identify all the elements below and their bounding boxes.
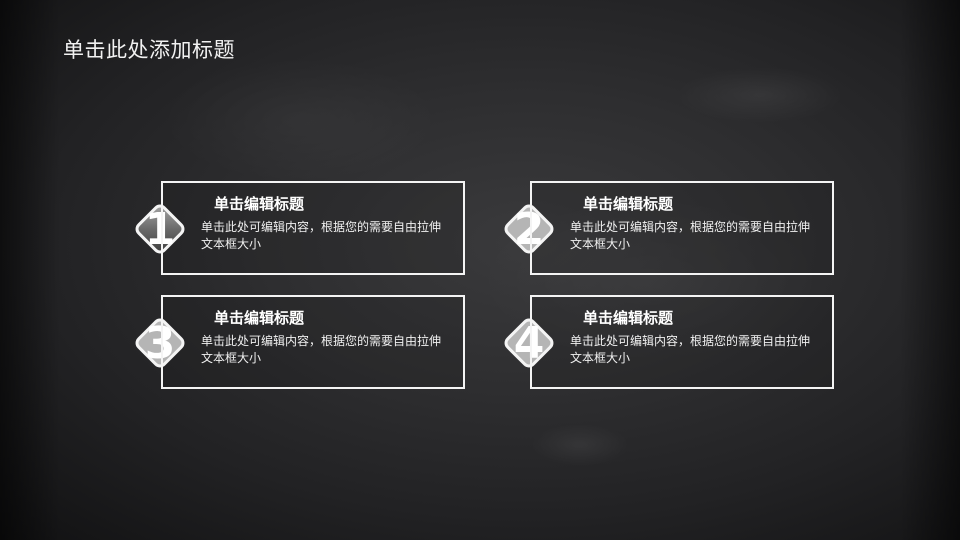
- page-title[interactable]: 单击此处添加标题: [63, 38, 235, 62]
- card-4[interactable]: 单击编辑标题 单击此处可编辑内容，根据您的需要自由拉伸文本框大小: [530, 295, 834, 389]
- card-4-heading[interactable]: 单击编辑标题: [583, 309, 674, 327]
- card-2[interactable]: 单击编辑标题 单击此处可编辑内容，根据您的需要自由拉伸文本框大小: [530, 181, 834, 275]
- card-2-left-border-overlay: [530, 197, 532, 261]
- card-3[interactable]: 单击编辑标题 单击此处可编辑内容，根据您的需要自由拉伸文本框大小: [161, 295, 465, 389]
- card-4-left-border-overlay: [530, 311, 532, 375]
- card-1-heading[interactable]: 单击编辑标题: [214, 195, 305, 213]
- card-3-heading[interactable]: 单击编辑标题: [214, 309, 305, 327]
- card-1-body[interactable]: 单击此处可编辑内容，根据您的需要自由拉伸文本框大小: [201, 220, 442, 251]
- badge-4: 4: [497, 311, 561, 375]
- diamond-icon: [504, 204, 554, 254]
- badge-4-number: 4: [513, 317, 545, 369]
- card-3-left-border-overlay: [161, 311, 163, 375]
- card-1[interactable]: 单击编辑标题 单击此处可编辑内容，根据您的需要自由拉伸文本框大小: [161, 181, 465, 275]
- diamond-icon: [504, 318, 554, 368]
- badge-3: 3: [128, 311, 192, 375]
- card-4-body[interactable]: 单击此处可编辑内容，根据您的需要自由拉伸文本框大小: [570, 334, 811, 365]
- diamond-icon: [135, 318, 185, 368]
- badge-2: 2: [497, 197, 561, 261]
- badge-3-number: 3: [144, 317, 176, 369]
- badge-2-number: 2: [513, 203, 545, 255]
- badge-1: 1: [128, 197, 192, 261]
- card-2-heading[interactable]: 单击编辑标题: [583, 195, 674, 213]
- card-3-body[interactable]: 单击此处可编辑内容，根据您的需要自由拉伸文本框大小: [201, 334, 442, 365]
- card-1-left-border-overlay: [161, 197, 163, 261]
- diamond-icon: [135, 204, 185, 254]
- card-2-body[interactable]: 单击此处可编辑内容，根据您的需要自由拉伸文本框大小: [570, 220, 811, 251]
- badge-1-number: 1: [144, 203, 176, 255]
